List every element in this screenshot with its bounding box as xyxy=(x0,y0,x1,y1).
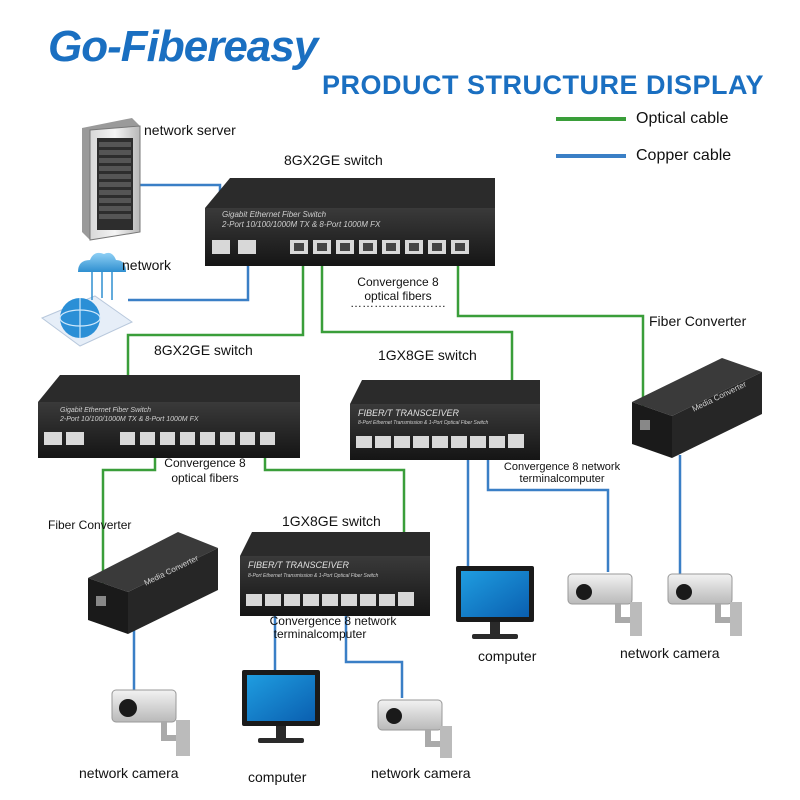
optical-cable-right-converter xyxy=(456,262,645,428)
server-rack-icon xyxy=(82,118,141,241)
top-switch-panel-sub: 2-Port 10/100/1000M TX & 8-Port 1000M FX xyxy=(222,220,381,229)
optical-cable-bottom-switch xyxy=(263,448,406,534)
copper-cable-internet xyxy=(128,262,250,302)
fiber-converter-left-device xyxy=(88,532,218,634)
internet-label: network xyxy=(122,257,172,273)
bottom-switch-device xyxy=(240,532,430,616)
top-note-dots: …………………… xyxy=(350,296,446,310)
mid-switch-panel-text: FIBER/T TRANSCEIVER xyxy=(358,408,460,418)
optical-legend-label: Optical cable xyxy=(636,110,729,127)
bottom-switch-panel-sub: 8-Port Ethernet Transmission & 1-Port Op… xyxy=(248,573,379,579)
camera-left-icon xyxy=(111,689,190,756)
mid-switch-panel-sub: 8-Port Ethernet Transmission & 1-Port Op… xyxy=(358,420,489,426)
computer-mid-label: computer xyxy=(478,648,537,664)
bottom-note-line2: terminalcomputer xyxy=(273,627,367,641)
camera-right-icon xyxy=(667,573,742,636)
fiber-converter-right-label: Fiber Converter xyxy=(649,313,747,329)
top-note-line1: Convergence 8 xyxy=(357,275,439,289)
optical-legend-swatch xyxy=(556,117,626,121)
left-note-line2: optical fibers xyxy=(171,471,239,485)
mid-note-line2: terminalcomputer xyxy=(519,473,605,485)
camera-bottom-label: network camera xyxy=(371,765,471,781)
brand-logo: Go-Fibereasy xyxy=(48,22,318,71)
copper-legend-label: Copper cable xyxy=(636,147,732,164)
camera-mid-icon xyxy=(567,573,642,636)
copper-legend-swatch xyxy=(556,154,626,158)
top-note-line2: optical fibers xyxy=(364,289,432,303)
top-switch-label: 8GX2GE switch xyxy=(284,152,383,168)
fiber-converter-right-device xyxy=(632,358,762,458)
computer-mid-icon xyxy=(456,566,534,639)
top-switch-device xyxy=(205,178,495,266)
server-label: network server xyxy=(144,122,236,138)
cloud-globe-icon xyxy=(40,252,133,347)
page-title: PRODUCT STRUCTURE DISPLAY xyxy=(322,70,765,100)
mid-switch-label: 1GX8GE switch xyxy=(378,347,477,363)
bottom-switch-label: 1GX8GE switch xyxy=(282,513,381,529)
copper-cable-bottom-camera xyxy=(344,612,404,698)
left-switch-device xyxy=(38,375,300,458)
optical-cable-left-converter xyxy=(101,448,157,598)
computer-bottom-icon xyxy=(242,670,320,743)
bottom-switch-panel-text: FIBER/T TRANSCEIVER xyxy=(248,560,350,570)
left-switch-label: 8GX2GE switch xyxy=(154,342,253,358)
camera-bottom-icon xyxy=(377,699,452,758)
left-note-line1: Convergence 8 xyxy=(164,456,246,470)
camera-left-label: network camera xyxy=(79,765,179,781)
computer-bottom-label: computer xyxy=(248,769,307,785)
top-switch-panel-text: Gigabit Ethernet Fiber Switch xyxy=(222,210,327,219)
camera-right-label: network camera xyxy=(620,645,720,661)
left-switch-panel-sub: 2-Port 10/100/1000M TX & 8-Port 1000M FX xyxy=(60,416,199,423)
fiber-converter-left-label: Fiber Converter xyxy=(48,518,132,532)
bottom-note-line1: Convergence 8 network xyxy=(269,614,397,628)
copper-cables xyxy=(128,183,682,698)
mid-switch-device xyxy=(350,380,540,460)
left-switch-panel-text: Gigabit Ethernet Fiber Switch xyxy=(60,407,152,414)
copper-cable-mid-camera xyxy=(486,460,610,572)
mid-note-line1: Convergence 8 network xyxy=(503,461,621,473)
